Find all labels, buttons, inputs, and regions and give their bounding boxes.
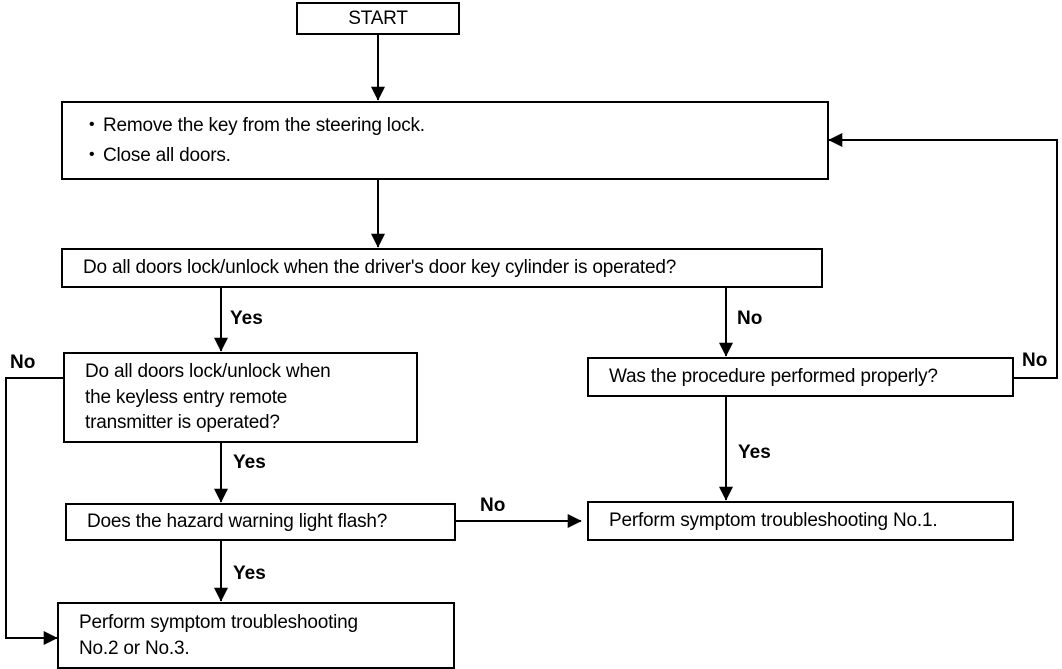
node-prepare[interactable]: • Remove the key from the steering lock.… xyxy=(61,101,829,180)
edge-label-remote-yes: Yes xyxy=(233,452,266,473)
node-symptom-1-label: Perform symptom troubleshooting No.1. xyxy=(609,510,938,532)
connector-remote-no xyxy=(5,377,64,645)
prepare-bullet-2-label: Close all doors. xyxy=(103,144,231,166)
edge-label-hazard-yes: Yes xyxy=(233,563,266,584)
node-hazard-check-label: Does the hazard warning light flash? xyxy=(87,511,388,533)
edge-label-remote-no: No xyxy=(10,352,36,373)
bullet-dot-icon: • xyxy=(89,115,95,133)
node-symptom-1[interactable]: Perform symptom troubleshooting No.1. xyxy=(587,501,1014,541)
connector-procedure-no xyxy=(828,133,1058,379)
prepare-bullet-2: • Close all doors. xyxy=(89,143,817,169)
node-symptom-2-3[interactable]: Perform symptom troubleshooting No.2 or … xyxy=(57,602,455,669)
edge-label-procedure-yes: Yes xyxy=(738,442,771,463)
prepare-bullet-1: • Remove the key from the steering lock. xyxy=(89,113,817,139)
prepare-bullet-1-label: Remove the key from the steering lock. xyxy=(103,114,425,136)
prepare-bullet-list: • Remove the key from the steering lock.… xyxy=(63,109,827,172)
node-start[interactable]: START xyxy=(296,2,460,35)
edge-label-procedure-no: No xyxy=(1022,350,1048,371)
node-procedure-check[interactable]: Was the procedure performed properly? xyxy=(587,357,1014,397)
node-symptom-2-3-label: Perform symptom troubleshooting No.2 or … xyxy=(79,611,358,659)
node-procedure-check-label: Was the procedure performed properly? xyxy=(609,366,938,388)
node-key-cylinder-check[interactable]: Do all doors lock/unlock when the driver… xyxy=(61,248,823,288)
node-hazard-check[interactable]: Does the hazard warning light flash? xyxy=(65,503,456,541)
node-key-cylinder-check-label: Do all doors lock/unlock when the driver… xyxy=(83,257,677,279)
edge-label-hazard-no: No xyxy=(480,495,506,516)
node-remote-check-label: Do all doors lock/unlock when the keyles… xyxy=(85,361,331,434)
edge-label-key-cylinder-yes: Yes xyxy=(230,308,263,329)
node-remote-check[interactable]: Do all doors lock/unlock when the keyles… xyxy=(63,352,418,443)
node-start-label: START xyxy=(348,7,408,29)
edge-label-key-cylinder-no: No xyxy=(737,308,763,329)
bullet-dot-icon: • xyxy=(89,145,95,163)
